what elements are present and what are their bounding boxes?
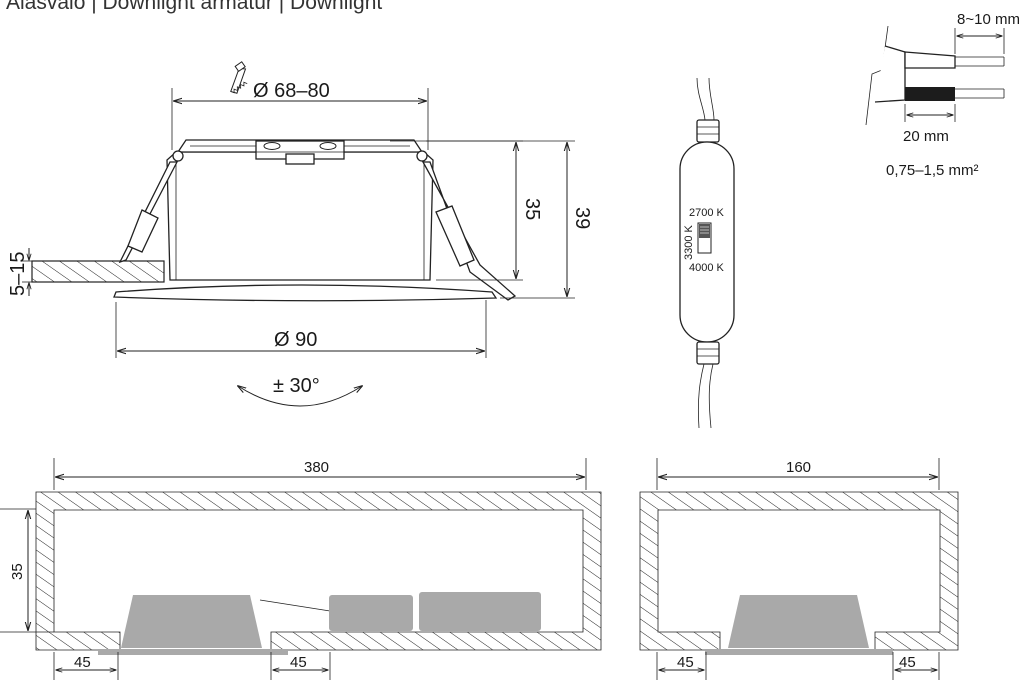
long-left-clearance-label: 45 bbox=[74, 654, 91, 671]
tilt-arc bbox=[238, 386, 362, 407]
wire-strip-detail: 8~10 mm 20 mm 0,75–1,5 mm² bbox=[865, 11, 1020, 179]
downlight-side-view: Ø 68–80 35 39 5–15 Ø 90 ± 30° bbox=[7, 61, 593, 407]
ceiling-thickness-label: 5–15 bbox=[7, 252, 29, 297]
driver-box bbox=[329, 595, 413, 631]
height-35-label: 35 bbox=[521, 198, 543, 220]
ceiling-board bbox=[31, 260, 165, 283]
page-title: Alasvalo | Downlight armatur | Downlight bbox=[6, 0, 383, 14]
cct-switch-box: 2700 K 3300 K 4000 K bbox=[679, 77, 735, 429]
cct-2700k-label: 2700 K bbox=[689, 207, 725, 219]
junction-box bbox=[419, 592, 541, 631]
trim-ring bbox=[113, 284, 498, 302]
cavity-depth-label: 35 bbox=[9, 563, 26, 580]
long-mid-clearance-label: 45 bbox=[290, 654, 307, 671]
install-section-long: 380 35 45 45 bbox=[0, 458, 602, 680]
install-section-short: 160 45 45 bbox=[639, 458, 959, 680]
short-left-clearance-label: 45 bbox=[677, 654, 694, 671]
downlight-housing bbox=[166, 151, 434, 281]
cct-3300k-label: 3300 K bbox=[683, 224, 695, 260]
saw-icon bbox=[230, 61, 248, 94]
cutout-diameter-label: Ø 68–80 bbox=[253, 80, 330, 102]
cross-section-label: 0,75–1,5 mm² bbox=[886, 162, 979, 179]
strip-length-label: 8~10 mm bbox=[957, 11, 1020, 28]
terminal-block bbox=[255, 140, 345, 165]
insulation-length-label: 20 mm bbox=[903, 128, 949, 145]
spring-clip-right bbox=[421, 161, 517, 301]
short-right-clearance-label: 45 bbox=[899, 654, 916, 671]
short-width-label: 160 bbox=[786, 459, 811, 476]
height-39-label: 39 bbox=[571, 207, 593, 229]
tilt-label: ± 30° bbox=[273, 375, 320, 397]
downlight-in-short-cavity bbox=[728, 595, 869, 648]
cct-4000k-label: 4000 K bbox=[689, 262, 725, 274]
downlight-in-cavity bbox=[121, 595, 262, 648]
outer-diameter-label: Ø 90 bbox=[274, 329, 317, 351]
long-width-label: 380 bbox=[304, 459, 329, 476]
